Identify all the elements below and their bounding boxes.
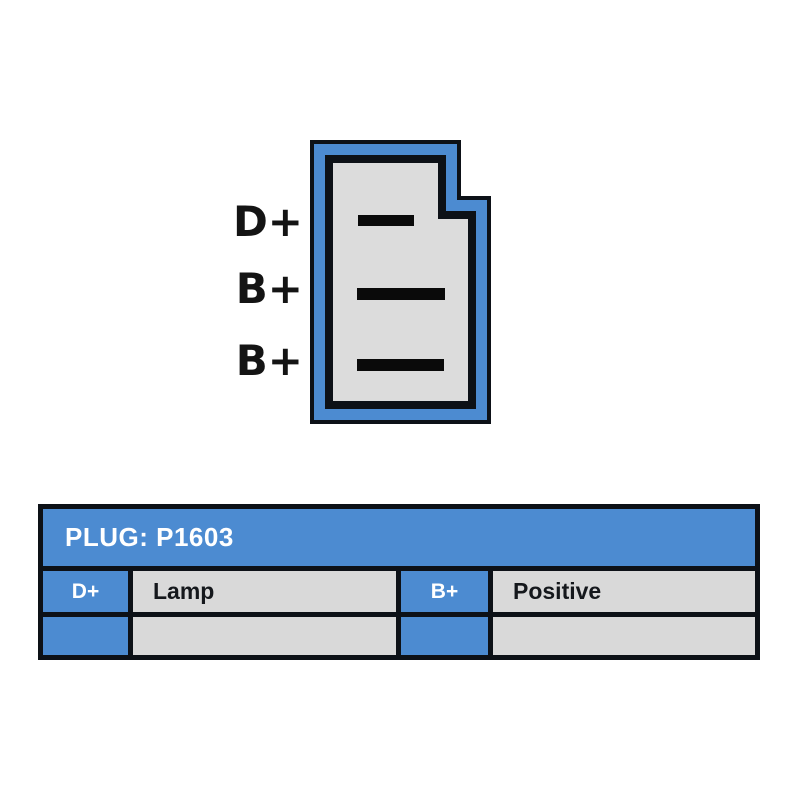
pin-cell-b-plus: B+ (401, 571, 488, 612)
plug-connector-drawing (310, 140, 491, 424)
pin-label-d-plus: D+ (232, 197, 303, 246)
table-title: PLUG: P1603 (43, 509, 755, 566)
pin-cell-d-plus: D+ (43, 571, 128, 612)
pin-cell-empty-2 (401, 617, 488, 655)
desc-cell-positive: Positive (493, 571, 755, 612)
pin-label-b-plus-1: B+ (235, 264, 303, 313)
terminal-bar-b-plus-2 (357, 359, 444, 371)
pin-cell-empty-1 (43, 617, 128, 655)
pin-label-b-plus-2: B+ (235, 336, 303, 385)
desc-cell-empty-2 (493, 617, 755, 655)
terminal-bar-b-plus-1 (357, 288, 445, 300)
terminal-bar-d-plus (358, 215, 414, 226)
desc-cell-empty-1 (133, 617, 396, 655)
desc-cell-lamp: Lamp (133, 571, 396, 612)
plug-pinout-table: PLUG: P1603 D+ Lamp B+ Positive (38, 504, 760, 660)
